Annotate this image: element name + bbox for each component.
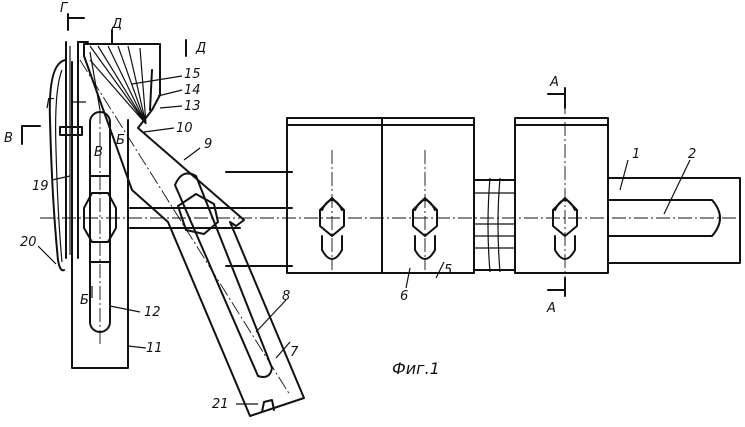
section-v-right: В [94,145,103,160]
section-letters: А А Б Б В В Г Г Д Д [4,1,559,316]
label-2: 2 [688,147,696,162]
label-7: 7 [290,345,299,360]
label-20: 20 [20,235,37,250]
section-a-bottom: А [546,301,556,316]
label-10: 10 [176,121,193,136]
label-6: 6 [400,289,408,304]
holder-11 [48,41,129,369]
section-b-upper: Б [116,133,125,148]
section-v-left: В [4,131,13,146]
label-15: 15 [184,67,201,82]
label-13: 13 [184,99,201,114]
label-11: 11 [146,341,163,356]
label-21: 21 [212,397,229,412]
label-19: 19 [32,179,49,194]
block-right [514,117,609,274]
label-5: 5 [444,263,452,278]
bolts [83,111,578,378]
label-9: 9 [204,137,212,152]
label-1: 1 [632,147,640,162]
section-g-mid: Г [46,97,55,112]
section-d-right: Д [195,41,206,56]
section-b-lower: Б [80,293,89,308]
label-12: 12 [144,305,161,320]
rail-assembly [129,171,741,273]
label-14: 14 [184,83,201,98]
figure-caption: Фиг.1 [392,359,440,378]
part-labels: 1 2 5 6 7 8 9 10 11 12 13 14 15 19 20 21 [20,67,696,412]
leaders [37,75,691,405]
wedge-9 [83,43,305,417]
section-g-top: Г [60,1,69,16]
section-arrows [21,13,566,298]
section-a-top: А [549,75,559,90]
block-5 [286,117,475,274]
section-d-left: Д [111,17,122,32]
label-8: 8 [282,289,290,304]
